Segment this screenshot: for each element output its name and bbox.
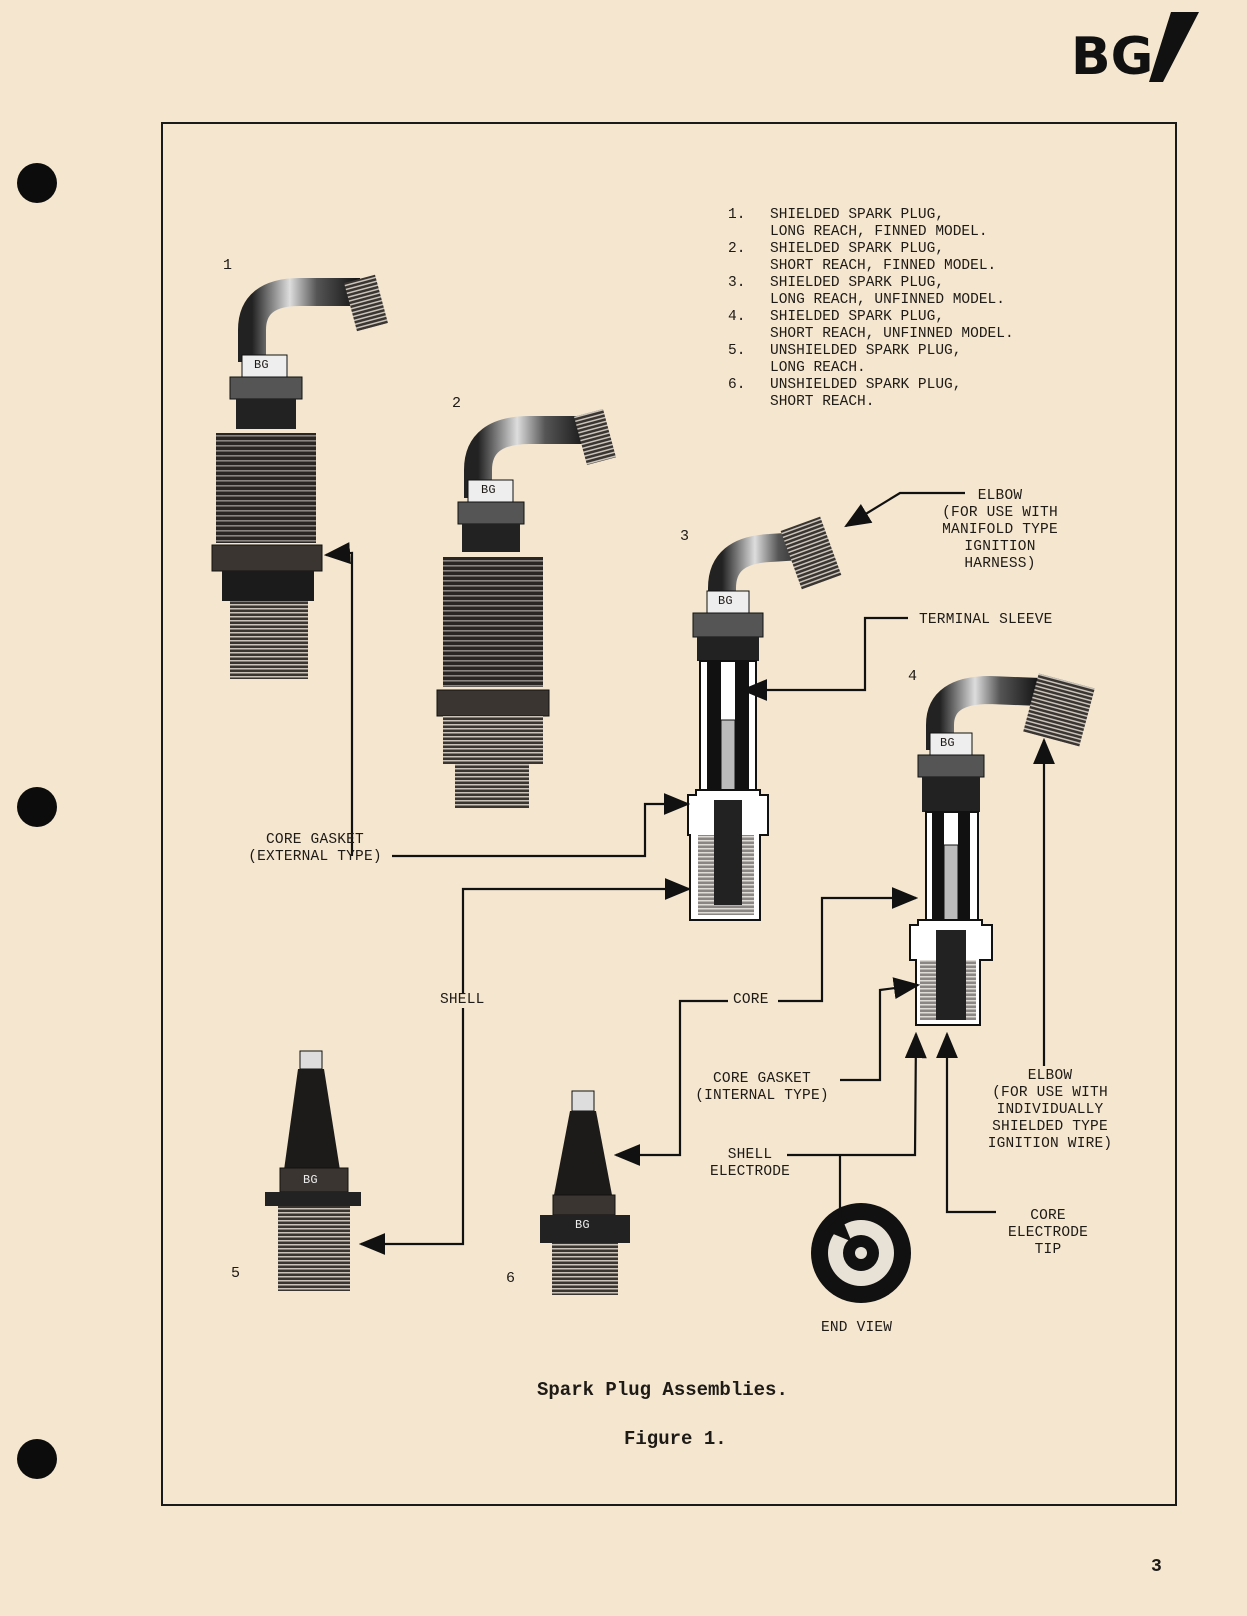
plug-brand-mark: BG (718, 594, 733, 608)
legend-text: SHORT REACH. (770, 394, 875, 410)
label-elbow-manifold: ELBOW (FOR USE WITH MANIFOLD TYPE IGNITI… (942, 488, 1058, 572)
legend-item: 1. SHIELDED SPARK PLUG, LONG REACH, FINN… (728, 207, 1014, 241)
legend-text: SHIELDED SPARK PLUG, (770, 309, 945, 325)
label-terminal-sleeve: TERMINAL SLEEVE (919, 612, 1053, 628)
label-core-gasket-external: CORE GASKET (EXTERNAL TYPE) (248, 832, 382, 865)
legend-item: 6. UNSHIELDED SPARK PLUG, SHORT REACH. (728, 377, 1014, 411)
plug-brand-mark: BG (940, 736, 955, 750)
legend-text: SHIELDED SPARK PLUG, (770, 207, 945, 223)
figure-frame (161, 122, 1177, 1506)
legend-number: 5. (728, 343, 746, 359)
legend-text: LONG REACH, FINNED MODEL. (770, 224, 988, 240)
label-core: CORE (733, 992, 769, 1008)
plug-number-1: 1 (223, 257, 233, 274)
legend-text: SHORT REACH, UNFINNED MODEL. (770, 326, 1014, 342)
label-core-gasket-internal: CORE GASKET (INTERNAL TYPE) (695, 1071, 829, 1104)
legend-item: 4. SHIELDED SPARK PLUG, SHORT REACH, UNF… (728, 309, 1014, 343)
legend-text: LONG REACH, UNFINNED MODEL. (770, 292, 1005, 308)
figure-number: Figure 1. (624, 1428, 727, 1450)
legend-item: 5. UNSHIELDED SPARK PLUG, LONG REACH. (728, 343, 1014, 377)
plug-4-drawing (909, 673, 1095, 1026)
legend-text: SHIELDED SPARK PLUG, (770, 241, 945, 257)
label-shell: SHELL (440, 992, 485, 1008)
legend-text: SHIELDED SPARK PLUG, (770, 275, 945, 291)
legend-number: 3. (728, 275, 746, 291)
plug-6-drawing (540, 1090, 630, 1295)
legend-number: 4. (728, 309, 746, 325)
legend-number: 1. (728, 207, 746, 223)
legend-number: 2. (728, 241, 746, 257)
legend-number: 6. (728, 377, 746, 393)
page-number: 3 (1151, 1557, 1162, 1577)
binder-hole (17, 163, 57, 203)
legend-list: 1. SHIELDED SPARK PLUG, LONG REACH, FINN… (728, 207, 1014, 411)
legend-text: LONG REACH. (770, 360, 866, 376)
label-core-electrode-tip: CORE ELECTRODE TIP (1007, 1208, 1089, 1258)
plug-brand-mark: BG (254, 358, 269, 372)
figure-title: Spark Plug Assemblies. (537, 1379, 788, 1401)
plug-5-drawing (265, 1050, 361, 1291)
svg-text:BG: BG (1071, 27, 1153, 87)
bg-logo: BG (1071, 12, 1211, 97)
end-view-drawing (811, 1203, 911, 1303)
plug-1-drawing (211, 274, 388, 679)
binder-hole (17, 787, 57, 827)
label-elbow-shielded: ELBOW (FOR USE WITH INDIVIDUALLY SHIELDE… (987, 1068, 1113, 1152)
legend-text: SHORT REACH, FINNED MODEL. (770, 258, 997, 274)
legend-text: UNSHIELDED SPARK PLUG, (770, 377, 962, 393)
plug-number-2: 2 (452, 395, 462, 412)
plug-brand-mark: BG (303, 1173, 318, 1187)
plug-number-6: 6 (506, 1270, 516, 1287)
legend-text: UNSHIELDED SPARK PLUG, (770, 343, 962, 359)
plug-number-5: 5 (231, 1265, 241, 1282)
legend-item: 2. SHIELDED SPARK PLUG, SHORT REACH, FIN… (728, 241, 1014, 275)
plug-2-drawing (436, 408, 616, 808)
binder-hole (17, 1439, 57, 1479)
plug-number-4: 4 (908, 668, 918, 685)
label-shell-electrode: SHELL ELECTRODE (709, 1147, 791, 1180)
plug-brand-mark: BG (575, 1218, 590, 1232)
plug-number-3: 3 (680, 528, 690, 545)
plug-3-drawing (687, 516, 842, 921)
legend-item: 3. SHIELDED SPARK PLUG, LONG REACH, UNFI… (728, 275, 1014, 309)
plug-brand-mark: BG (481, 483, 496, 497)
label-end-view: END VIEW (821, 1320, 893, 1336)
